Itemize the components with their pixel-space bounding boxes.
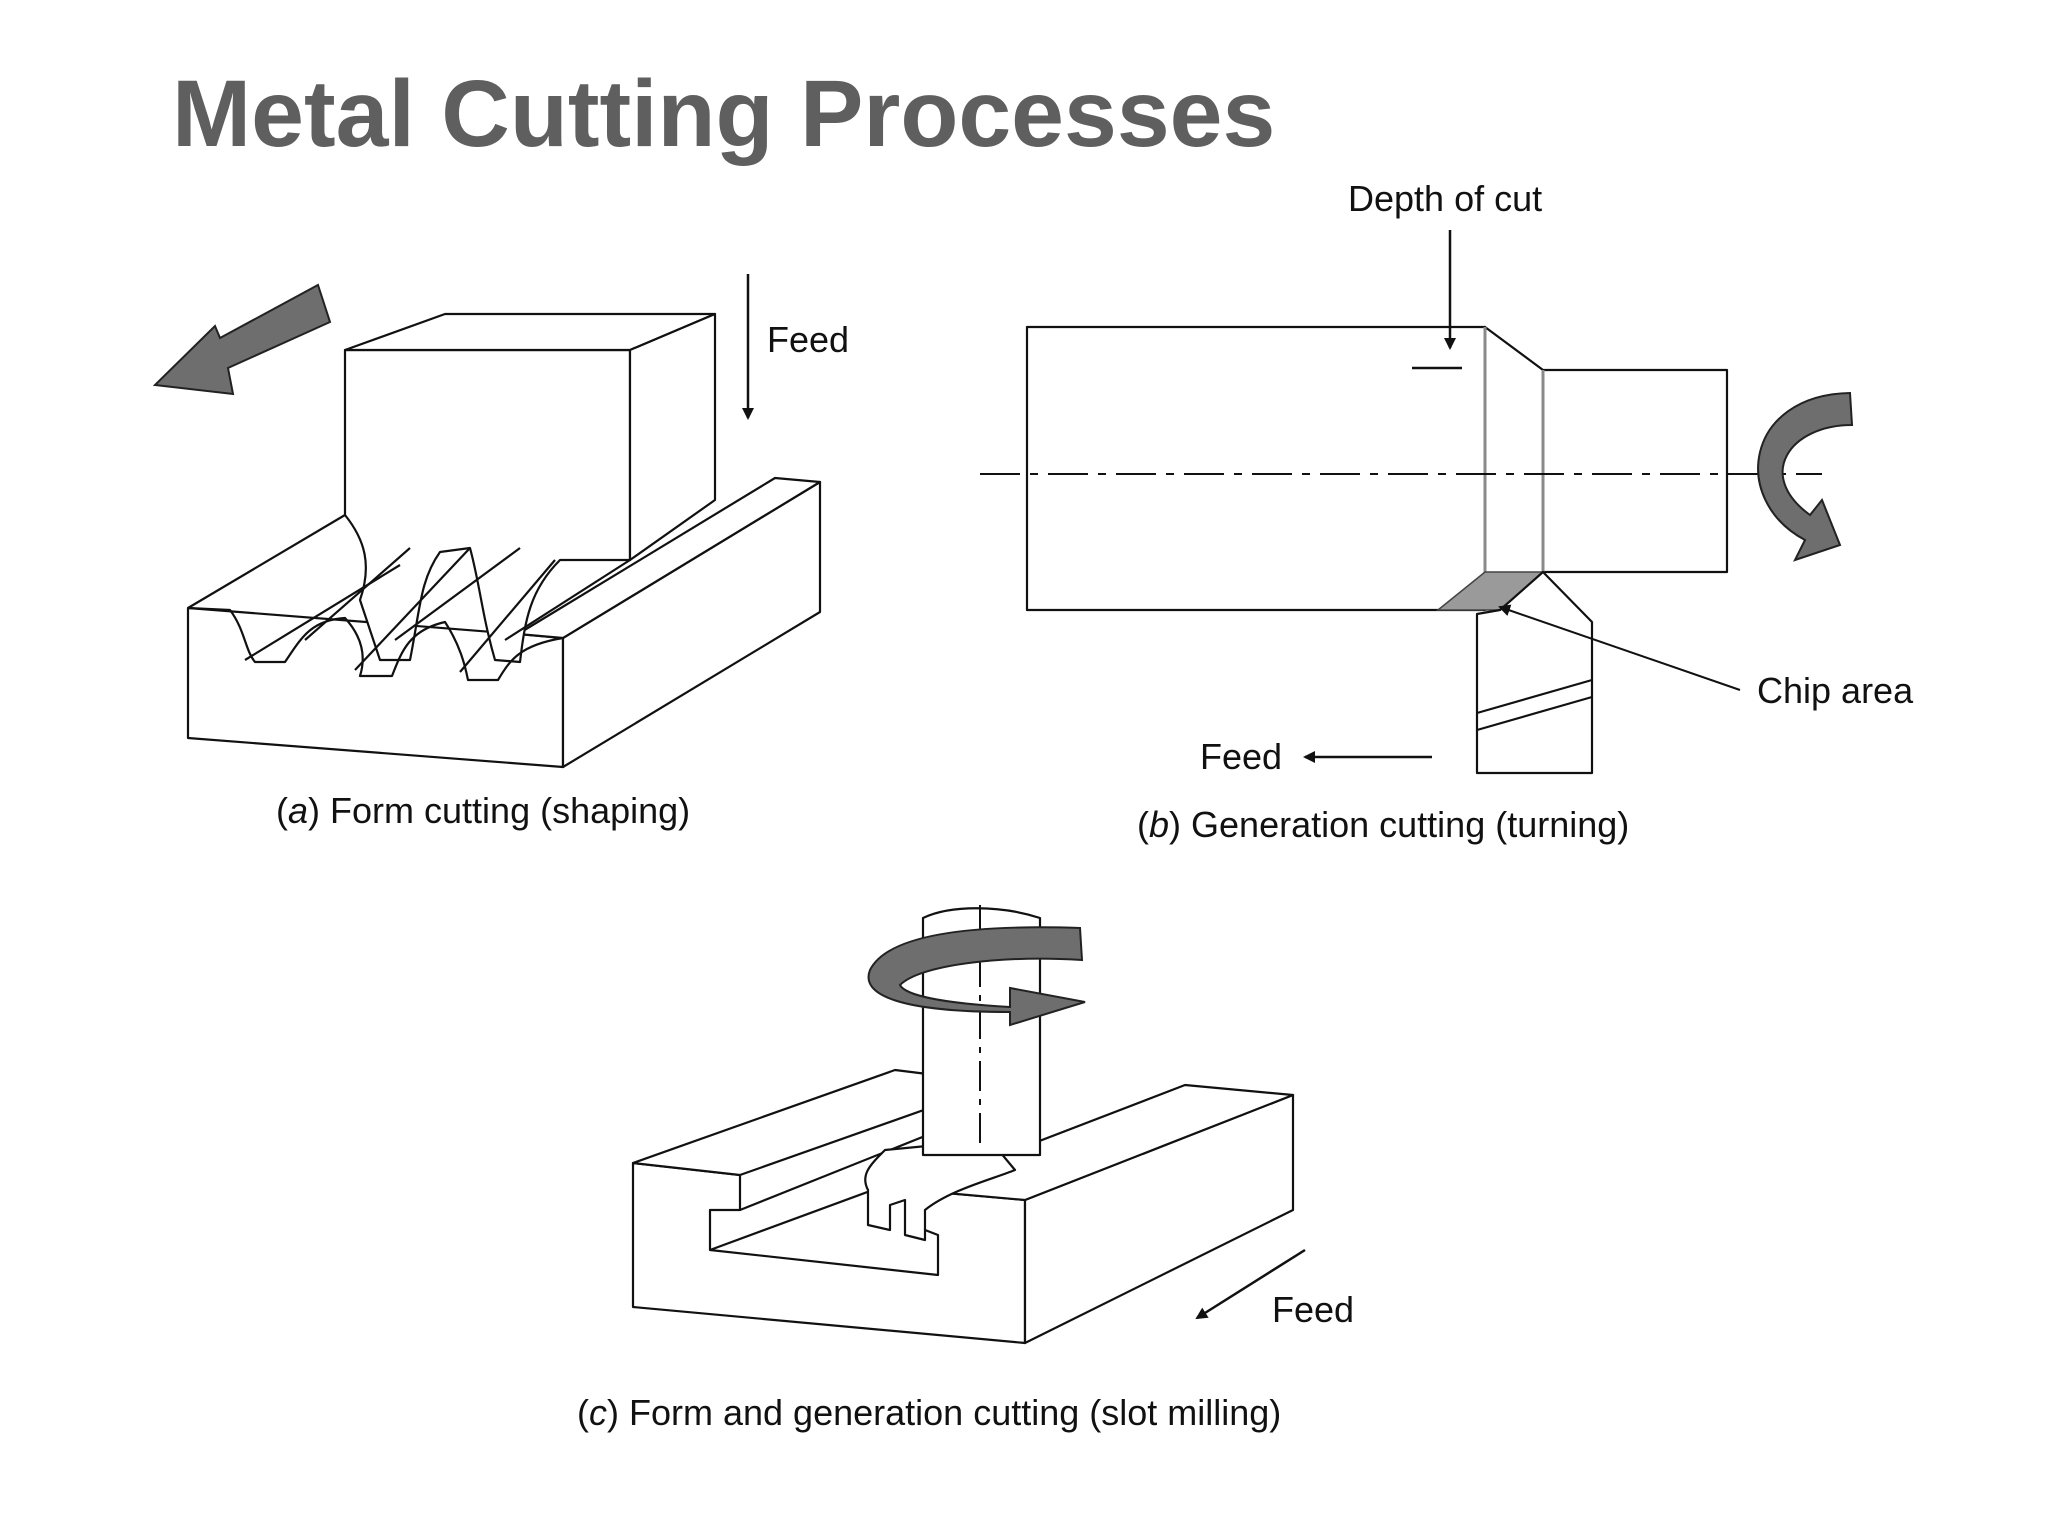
panel-c-slot-milling: Feed (c) Form and generation cutting (sl… bbox=[577, 905, 1354, 1433]
caption-a: (a) Form cutting (shaping) bbox=[276, 790, 690, 831]
motion-arrow-icon bbox=[152, 283, 332, 396]
caption-b-letter: b bbox=[1149, 804, 1169, 845]
machined-section bbox=[1483, 325, 1729, 612]
depth-of-cut-label: Depth of cut bbox=[1348, 178, 1542, 219]
panel-a-shaping: Feed (a) Form cutting (shaping) bbox=[152, 274, 849, 831]
workpiece-rail bbox=[516, 476, 822, 640]
caption-c: (c) Form and generation cutting (slot mi… bbox=[577, 1392, 1281, 1433]
workpiece-cylinder bbox=[1025, 325, 1487, 612]
caption-c-letter: c bbox=[589, 1392, 607, 1433]
chip-area-label: Chip area bbox=[1757, 670, 1914, 711]
rotation-arrow-icon bbox=[1757, 391, 1854, 562]
feed-label-b: Feed bbox=[1200, 736, 1282, 777]
spindle-rotation-arrow-icon bbox=[867, 926, 1086, 1027]
end-mill-teeth bbox=[864, 1138, 1017, 1242]
caption-b: (b) Generation cutting (turning) bbox=[1137, 804, 1629, 845]
caption-c-text: Form and generation cutting (slot millin… bbox=[629, 1392, 1281, 1433]
chip-area-leader bbox=[1498, 604, 1741, 691]
slide-title: Metal Cutting Processes bbox=[172, 61, 1276, 167]
shaping-tool-side bbox=[628, 312, 717, 562]
caption-a-text: Form cutting (shaping) bbox=[330, 790, 690, 831]
feed-label-a: Feed bbox=[767, 319, 849, 360]
panel-b-turning: Depth of cut Chip area Feed (b) Generati… bbox=[980, 178, 1914, 845]
feed-arrow-c bbox=[1195, 1248, 1306, 1320]
caption-b-text: Generation cutting (turning) bbox=[1191, 804, 1629, 845]
caption-a-letter: a bbox=[288, 790, 308, 831]
feed-label-c: Feed bbox=[1272, 1289, 1354, 1330]
